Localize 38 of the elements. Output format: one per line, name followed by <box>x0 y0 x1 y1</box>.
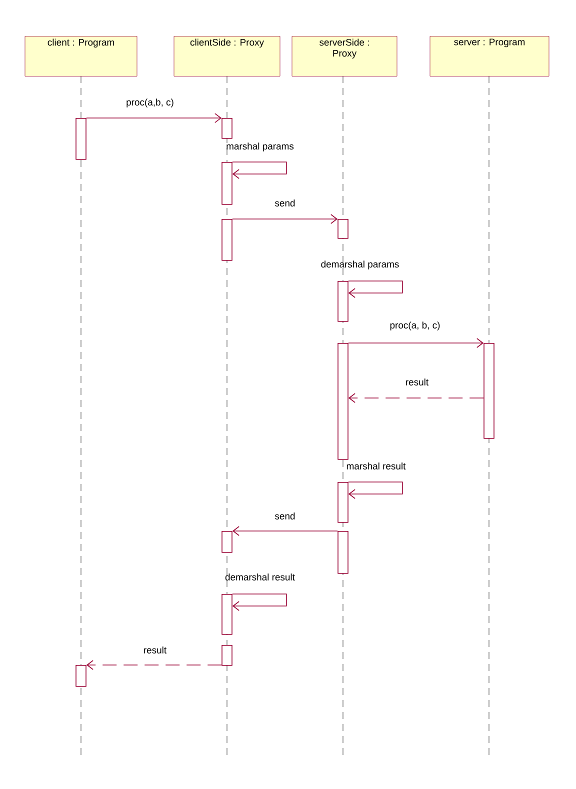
message-arrow <box>348 482 403 499</box>
message-arrow <box>348 280 403 298</box>
object-box: serverSide : Proxy <box>292 36 398 76</box>
message-arrow <box>232 162 287 179</box>
activation-bar <box>338 482 348 523</box>
object-box: server : Program <box>430 36 550 76</box>
message-arrow <box>232 214 338 224</box>
message-label: result <box>406 378 428 386</box>
message-arrow <box>232 526 338 536</box>
message-label: send <box>275 200 295 206</box>
message-arrow <box>86 660 222 670</box>
activation-bar <box>76 665 86 687</box>
activation-bar <box>222 645 232 666</box>
activation-bar <box>338 343 348 460</box>
message-arrow <box>86 113 222 123</box>
object-box: client : Program <box>24 36 138 76</box>
message-arrow <box>232 594 287 611</box>
message-label: marshal result <box>346 462 406 470</box>
activation-bar <box>222 219 232 261</box>
activation-bar <box>222 594 232 635</box>
message-arrow <box>348 338 484 348</box>
message-label: demarshal params <box>321 260 399 270</box>
object-box: clientSide : Proxy <box>174 36 280 76</box>
message-label: result <box>144 646 166 654</box>
activation-bar <box>338 281 348 322</box>
activation-bar <box>222 162 232 205</box>
activation-bar <box>76 118 86 160</box>
message-label: send <box>275 512 295 520</box>
message-label: marshal params <box>226 142 294 152</box>
activation-bar <box>484 343 494 439</box>
message-label: proc(a,b, c) <box>126 98 174 108</box>
activation-bar <box>338 531 348 574</box>
message-label: proc(a, b, c) <box>390 322 440 330</box>
message-label: demarshal result <box>225 574 295 580</box>
message-arrow <box>348 393 484 403</box>
activation-bar <box>222 118 232 139</box>
activation-bar <box>338 219 348 239</box>
activation-bar <box>222 531 232 553</box>
